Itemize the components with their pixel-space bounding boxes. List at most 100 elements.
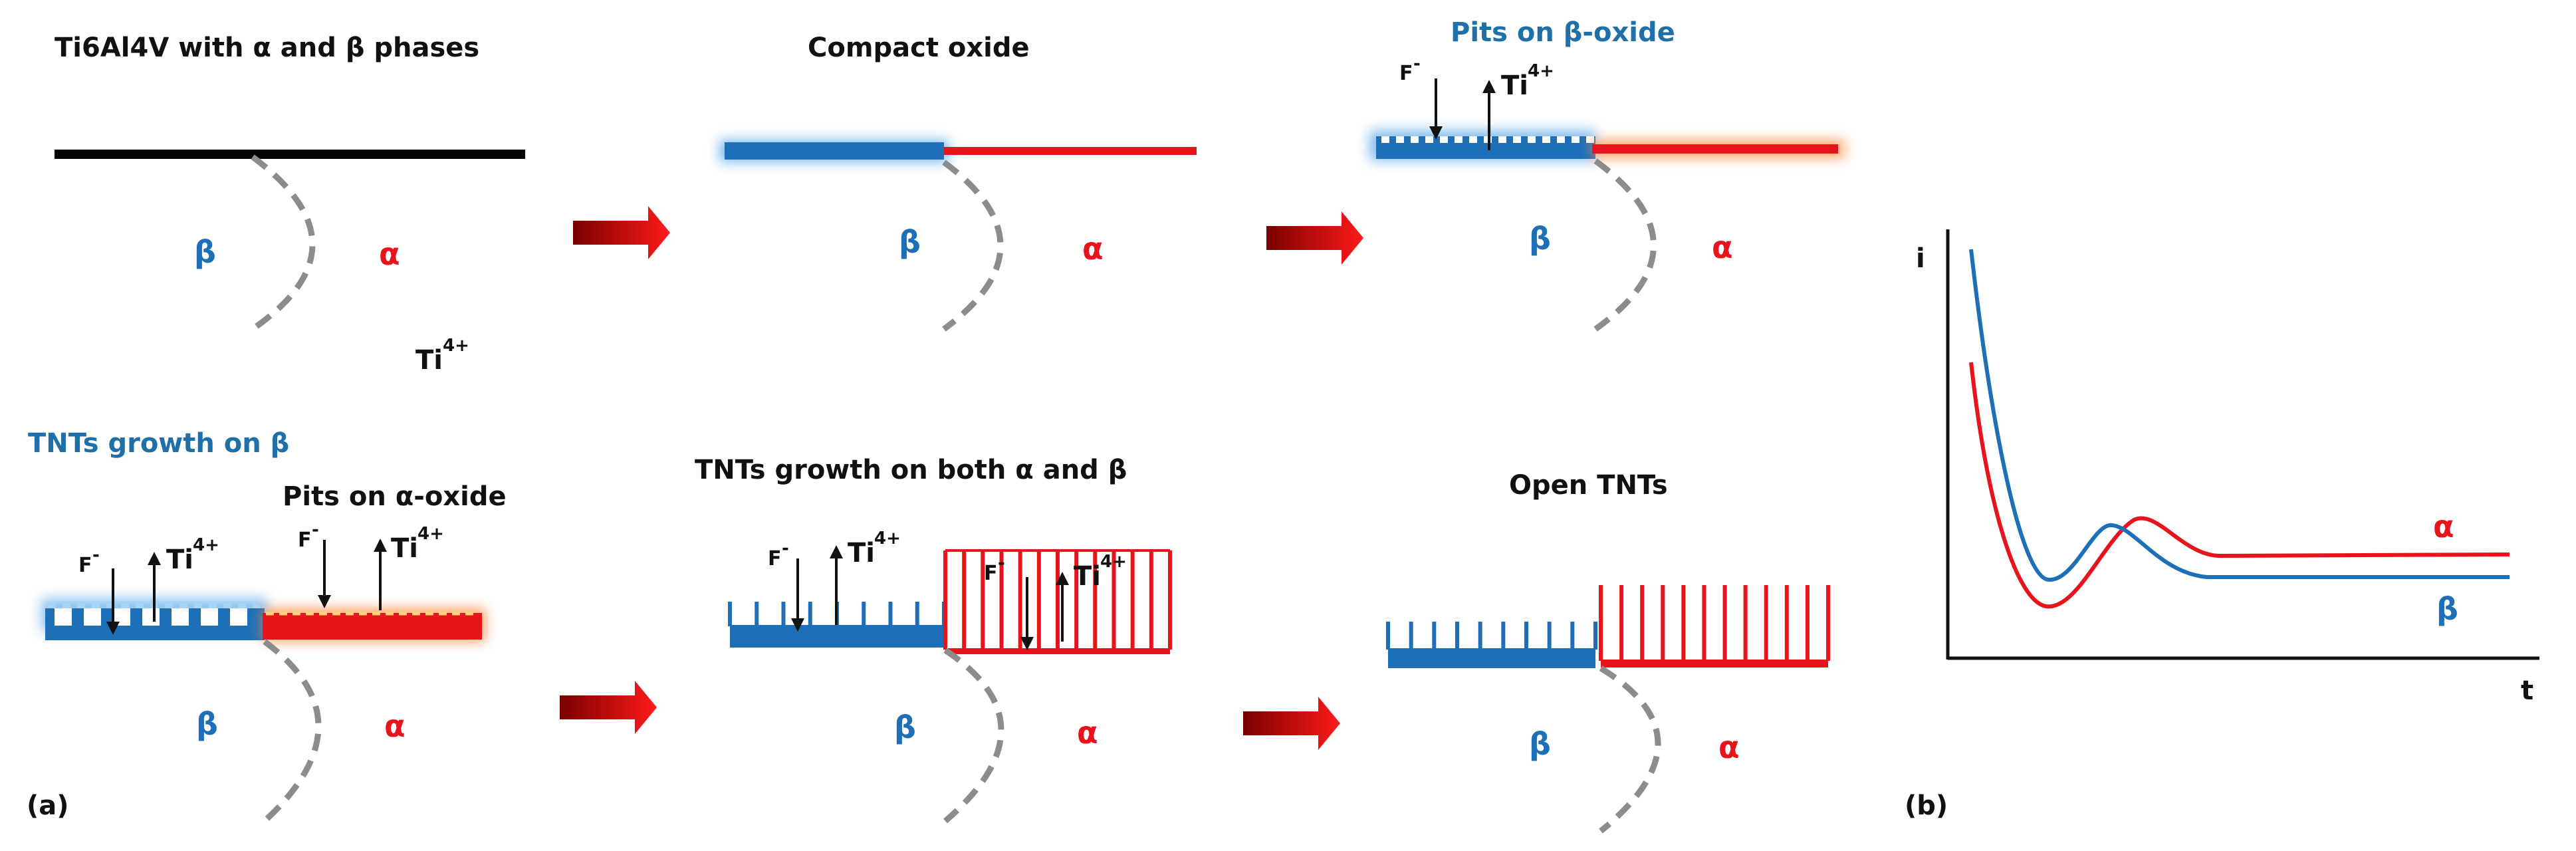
nanotube-pore	[55, 608, 72, 626]
beta-label: β	[899, 224, 921, 260]
beta-label: β	[1529, 726, 1551, 762]
stage-1-title: Ti6Al4V with α and β phases	[55, 33, 479, 63]
f-ion-charge: -	[312, 520, 319, 540]
alpha-label: α	[1077, 715, 1098, 751]
phase-boundary	[1599, 666, 1661, 834]
ti-ion-label: Ti	[166, 545, 193, 575]
alpha-label: α	[1712, 229, 1733, 265]
beta-label: β	[1529, 221, 1551, 257]
f-ion-label: F	[768, 547, 782, 570]
nanotube-pore	[142, 608, 160, 626]
alpha-label: α	[379, 236, 400, 272]
current-time-plot: i t α β	[1916, 229, 2539, 706]
alpha-nanotube-layer	[943, 549, 1172, 654]
ti-ion-label: Ti	[848, 538, 875, 568]
alpha-series-line	[1969, 362, 2510, 609]
nanotube-pore	[230, 608, 247, 626]
alpha-label: α	[384, 708, 406, 744]
process-arrow-3	[560, 681, 657, 734]
phase-boundary	[1593, 158, 1657, 332]
oxide-pit	[165, 603, 173, 608]
stage-4-title: TNTs growth on β	[28, 428, 289, 459]
ti-ion-charge: 4+	[874, 529, 901, 548]
y-axis-label: i	[1916, 243, 1925, 274]
f-ion-label: F	[1399, 62, 1413, 85]
beta-series-line	[1969, 249, 2510, 582]
oxide-pit	[1411, 136, 1419, 143]
beta-compact-oxide	[725, 142, 944, 160]
oxide-pit	[1455, 136, 1463, 143]
oxide-pit	[136, 603, 144, 608]
phase-boundary	[943, 648, 1004, 824]
stage-6: Open TNTs β α	[1386, 470, 1830, 834]
stage-3: Pits on β-oxide F - Ti 4+ β α	[1369, 17, 1845, 332]
stage-4: TNTs growth on β Pits on α-oxide F - Ti …	[28, 428, 507, 824]
alpha-label: α	[1082, 231, 1104, 267]
oxide-pit	[1513, 136, 1521, 143]
panel-b-label: (b)	[1905, 790, 1948, 821]
beta-label: β	[194, 234, 216, 270]
ti-ion-label: Ti	[1074, 561, 1101, 592]
nanotube-pore	[84, 608, 101, 626]
nanotube-pore	[113, 608, 130, 626]
nanotube-pore	[172, 608, 189, 626]
beta-label: β	[196, 706, 218, 742]
beta-open-nanotubes	[1386, 622, 1597, 668]
beta-nanotube-layer	[728, 602, 946, 648]
oxide-pit	[1586, 136, 1594, 143]
oxide-pit	[253, 603, 261, 608]
phase-boundary	[942, 160, 1004, 332]
ti-ion-charge: 4+	[1100, 552, 1127, 572]
beta-tube-base	[1388, 648, 1595, 668]
oxide-pit	[179, 603, 187, 608]
oxide-pit	[106, 603, 114, 608]
f-ion-label: F	[298, 529, 312, 552]
stage-5: TNTs growth on both α and β F - Ti 4+ F …	[695, 455, 1172, 824]
oxide-pit	[92, 603, 100, 608]
oxide-pit	[1381, 136, 1389, 143]
f-ion-label: F	[984, 562, 998, 585]
beta-series-label: β	[2436, 591, 2458, 627]
oxide-pit	[1557, 136, 1565, 143]
oxide-pit	[48, 603, 56, 608]
beta-label: β	[894, 709, 916, 745]
process-arrow-2	[1266, 211, 1363, 265]
alpha-series-label: α	[2433, 509, 2454, 545]
stage-2-title: Compact oxide	[808, 33, 1030, 63]
oxide-pit	[1498, 136, 1506, 143]
oxide-pit	[62, 603, 70, 608]
oxide-pit	[238, 603, 246, 608]
stage-6-title: Open TNTs	[1509, 470, 1668, 501]
f-ion-charge: -	[92, 545, 100, 565]
ti-ion-label: Ti	[1501, 70, 1528, 101]
oxide-pit	[1469, 136, 1477, 143]
f-ion-charge: -	[998, 553, 1005, 573]
beta-pitted-oxide	[1376, 136, 1595, 159]
f-ion-charge: -	[1413, 54, 1421, 74]
phase-boundary	[251, 154, 316, 332]
alpha-tube-base	[945, 648, 1170, 654]
oxide-pit	[209, 603, 217, 608]
stage-4-subtitle: Pits on α-oxide	[283, 481, 507, 512]
f-ion-charge: -	[782, 539, 789, 558]
alpha-oxide	[263, 613, 482, 640]
ti-ion-charge: 4+	[1528, 61, 1554, 81]
stage-3-title: Pits on β-oxide	[1451, 17, 1675, 48]
phase-boundary	[262, 639, 322, 824]
oxide-pit	[1542, 136, 1550, 143]
process-arrow-1	[573, 206, 670, 259]
ti-ion-label: Ti	[391, 533, 418, 564]
ti-ion-charge: 4+	[193, 535, 219, 555]
process-arrow-4	[1243, 697, 1340, 750]
nanotube-pore	[201, 608, 218, 626]
oxide-pit	[1425, 136, 1433, 143]
stage-1: Ti6Al4V with α and β phases β α Ti 4+	[55, 33, 525, 376]
oxide-pit	[1440, 136, 1448, 143]
ti-ion-charge: 4+	[443, 336, 469, 356]
panel-a-label: (a)	[27, 790, 69, 821]
alpha-open-nanotubes	[1599, 585, 1830, 668]
oxide-pit	[194, 603, 202, 608]
oxide-pit	[223, 603, 231, 608]
beta-tube-base	[730, 625, 944, 648]
